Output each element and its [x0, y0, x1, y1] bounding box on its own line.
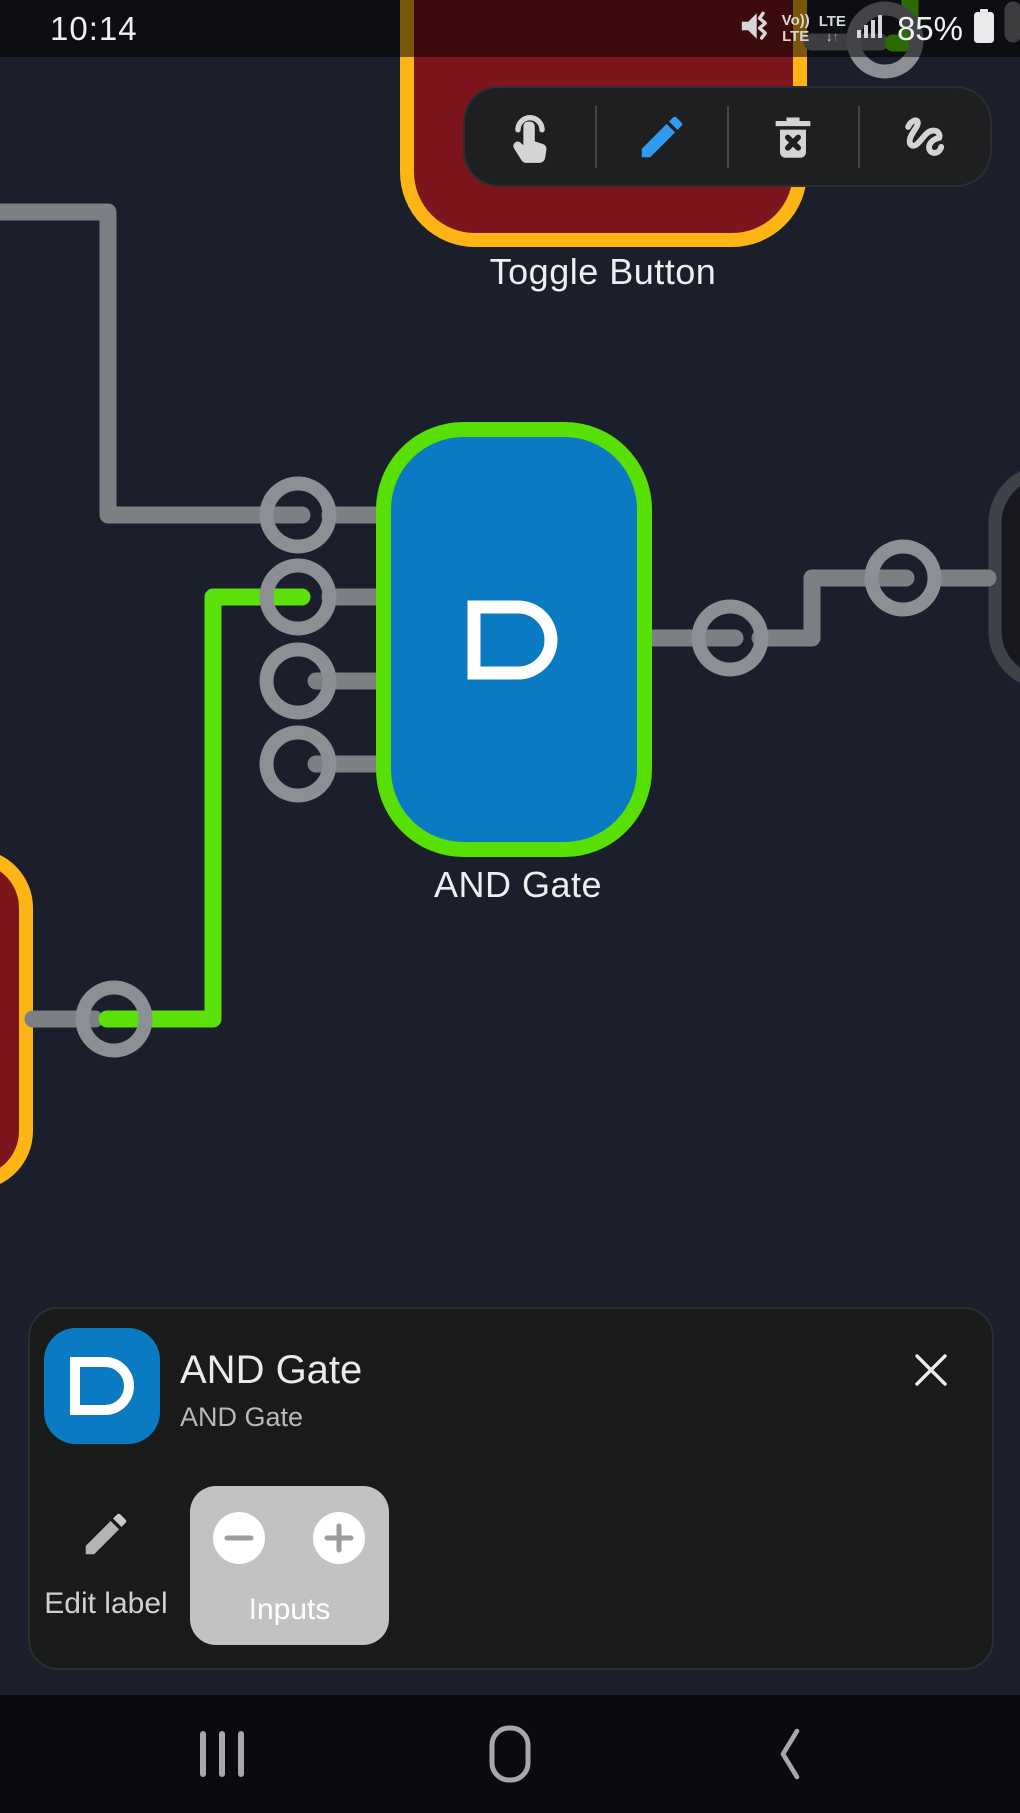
- tap-tool-button[interactable]: [465, 88, 595, 185]
- edit-label-text: Edit label: [44, 1587, 168, 1620]
- draw-wire-tool-button[interactable]: [860, 88, 990, 185]
- trash-icon: [776, 117, 811, 158]
- toolbar-divider: [726, 105, 729, 168]
- battery-percent: 85%: [896, 9, 963, 47]
- toolbar-divider: [594, 105, 597, 168]
- close-button[interactable]: [912, 1351, 950, 1389]
- close-icon: [915, 1354, 947, 1386]
- panel-subtitle: AND Gate: [180, 1402, 304, 1432]
- signal-strength-icon: [855, 11, 885, 46]
- edit-tool-button[interactable]: [597, 88, 727, 185]
- toggle-button-label: Toggle Button: [489, 251, 717, 292]
- status-bar: 10:14 Vo)) LTE LTE ↓↑: [0, 0, 1020, 57]
- and-gate-icon: [44, 1328, 160, 1444]
- inputs-stepper: Inputs: [190, 1486, 389, 1645]
- volte-icon: Vo)) LTE: [781, 11, 810, 45]
- panel-title: AND Gate: [180, 1348, 363, 1392]
- input4-node[interactable]: [259, 725, 337, 803]
- toolbar-divider: [858, 105, 861, 168]
- input3-node[interactable]: [259, 642, 337, 720]
- vibrate-muted-icon: [739, 9, 773, 48]
- plus-icon: [324, 1523, 354, 1553]
- right-component[interactable]: [988, 471, 1020, 683]
- edit-label-button[interactable]: Edit label: [32, 1507, 180, 1621]
- wire-left-to-input1[interactable]: [0, 203, 311, 524]
- home-icon: [489, 1725, 531, 1783]
- increase-inputs-button[interactable]: [313, 1512, 365, 1564]
- output-node[interactable]: [691, 599, 769, 677]
- gesture-icon: [905, 116, 945, 156]
- active-wire-to-input2[interactable]: [98, 588, 311, 1028]
- and-gate-symbol: [467, 600, 558, 680]
- and-gate-label: AND Gate: [433, 864, 603, 905]
- pencil-icon: [641, 116, 682, 157]
- battery-icon: [972, 7, 996, 50]
- toggle-button-left-component[interactable]: [0, 855, 33, 1184]
- decrease-inputs-button[interactable]: [213, 1512, 265, 1564]
- wire-output-link[interactable]: [751, 569, 915, 647]
- toggle-left-output-node[interactable]: [75, 980, 153, 1058]
- delete-tool-button[interactable]: [729, 88, 859, 185]
- status-icons: Vo)) LTE LTE ↓↑ 85%: [739, 7, 996, 50]
- navigation-bar: [0, 1695, 1020, 1813]
- properties-panel: AND Gate AND Gate Edit label: [28, 1307, 994, 1670]
- and-gate-component[interactable]: [376, 422, 652, 857]
- clock: 10:14: [50, 9, 138, 47]
- back-button[interactable]: [730, 1695, 850, 1813]
- input2-node[interactable]: [259, 558, 337, 636]
- home-button[interactable]: [450, 1695, 570, 1813]
- recents-icon: [200, 1731, 244, 1777]
- selection-toolbar: [465, 88, 990, 185]
- back-icon: [780, 1728, 800, 1780]
- inputs-label: Inputs: [248, 1593, 331, 1626]
- junction-node[interactable]: [864, 539, 942, 617]
- recents-button[interactable]: [162, 1695, 282, 1813]
- input1-node[interactable]: [259, 476, 337, 554]
- tap-gesture-icon: [513, 114, 547, 163]
- edit-label-pencil-icon: [85, 1513, 127, 1555]
- minus-icon: [224, 1535, 254, 1541]
- lte-updown-icon: LTE ↓↑: [818, 13, 846, 44]
